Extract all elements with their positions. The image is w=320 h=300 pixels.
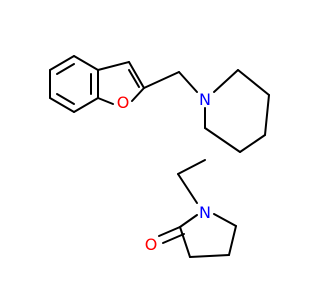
bond [158, 226, 181, 237]
bonds [49, 55, 270, 258]
bond [177, 159, 206, 175]
bond [213, 69, 239, 93]
bond [213, 213, 237, 227]
bond [73, 97, 99, 113]
oxygen-carbonyl-label: O [145, 235, 158, 254]
bond [73, 55, 99, 71]
bond [56, 63, 75, 75]
molecule-structure: O N N O [49, 55, 270, 258]
bond [228, 225, 237, 256]
bond [178, 71, 198, 93]
bond [162, 233, 185, 244]
bond [143, 71, 180, 89]
bond [128, 69, 140, 88]
bond [97, 97, 114, 105]
oxygen-furan-label: O [117, 93, 130, 112]
bond [179, 226, 191, 258]
bond [179, 214, 198, 228]
bond [128, 61, 145, 89]
bond [56, 93, 75, 105]
bond [97, 61, 130, 71]
bond [239, 134, 266, 153]
bond [49, 97, 75, 113]
bond [177, 173, 198, 204]
nitrogen-piperidine-label: N [199, 90, 211, 109]
bond [189, 254, 230, 258]
nitrogen-pyrrolidinone-label: N [199, 203, 211, 222]
bond [204, 127, 241, 153]
bond [264, 94, 270, 136]
bond [131, 87, 145, 102]
bond [49, 55, 75, 71]
bond [237, 69, 270, 96]
atom-labels: O N N O [117, 90, 211, 254]
